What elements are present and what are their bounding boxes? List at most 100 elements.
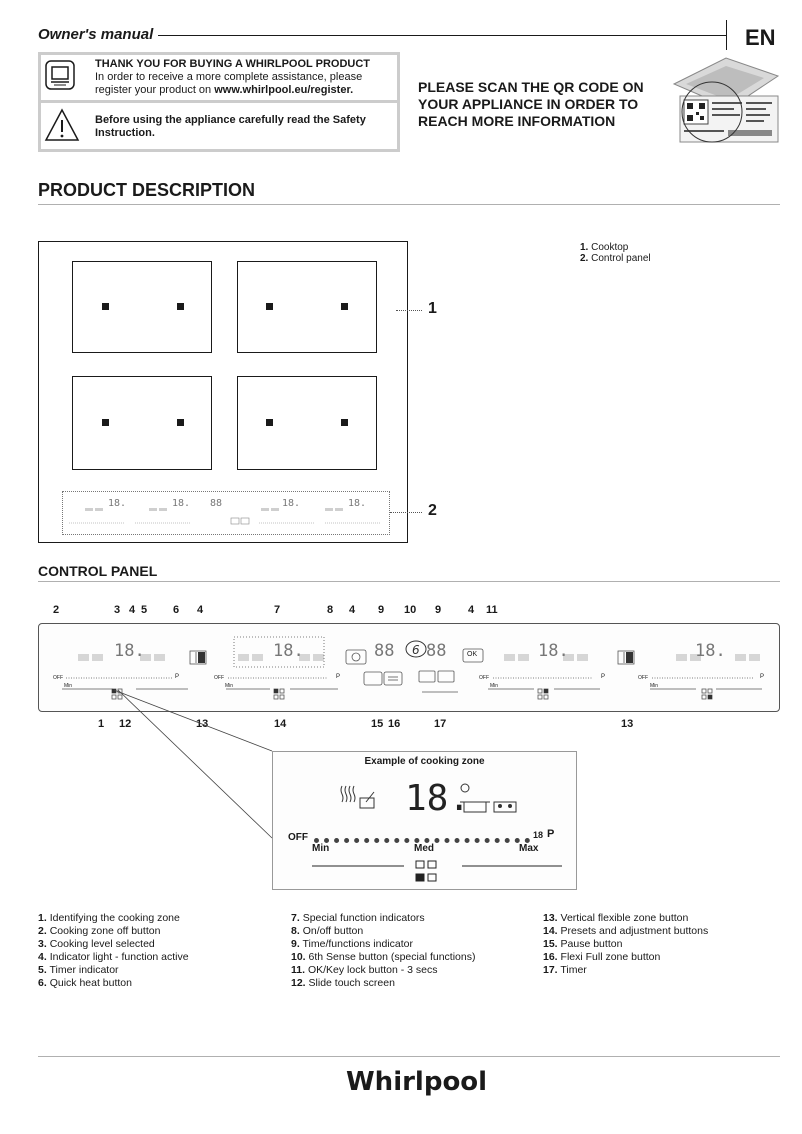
feature-num: 17. bbox=[543, 964, 558, 976]
example-level-max: 18 bbox=[533, 830, 544, 840]
cooking-zone-front-right bbox=[237, 261, 377, 353]
feature-num: 13. bbox=[543, 912, 558, 924]
panel-callout: 10 bbox=[404, 604, 417, 616]
language-code: EN bbox=[745, 25, 776, 50]
panel-callout: 11 bbox=[486, 604, 498, 616]
example-title: Example of cooking zone bbox=[364, 756, 485, 767]
feature-label: Identifying the cooking zone bbox=[49, 912, 180, 924]
feature-label: Flexi Full zone button bbox=[560, 951, 661, 963]
feature-num: 10. bbox=[291, 951, 306, 963]
cooking-zone-rear-right bbox=[237, 376, 377, 470]
svg-text:6: 6 bbox=[412, 643, 420, 657]
monitor-icon bbox=[45, 60, 75, 90]
footer-rule bbox=[38, 1056, 780, 1057]
header-divider bbox=[726, 20, 727, 50]
zone-level-display: 18. bbox=[538, 641, 569, 661]
feature-label: Cooking level selected bbox=[49, 938, 155, 950]
panel-callout: 16 bbox=[388, 718, 401, 730]
zone-level-display: 18. bbox=[695, 641, 726, 661]
p-label: P bbox=[175, 674, 180, 680]
feature-list-col1: 1. Identifying the cooking zone 2. Cooki… bbox=[38, 912, 278, 990]
mini-zone-display: 18. bbox=[172, 498, 191, 509]
sixth-sense-icon: 6 bbox=[405, 640, 427, 658]
zone-marker bbox=[177, 419, 184, 426]
legend-num: 2. bbox=[580, 253, 589, 264]
panel-callout: 9 bbox=[378, 604, 385, 616]
zone-level-display: 18. bbox=[114, 641, 145, 661]
control-panel-diagram bbox=[38, 623, 780, 712]
cooking-zone-rear-left bbox=[72, 376, 212, 470]
min-label: Min bbox=[64, 683, 73, 689]
mini-timer-display: 88 bbox=[210, 498, 223, 509]
mini-zone-display: 18. bbox=[348, 498, 367, 509]
control-panel-title: CONTROL PANEL bbox=[38, 563, 158, 579]
panel-callout: 4 bbox=[349, 604, 356, 616]
feature-label: 6th Sense button (special functions) bbox=[308, 951, 476, 963]
off-label: OFF bbox=[214, 675, 224, 681]
feature-num: 8. bbox=[291, 925, 300, 937]
feature-num: 15. bbox=[543, 938, 558, 950]
example-p-label: P bbox=[547, 828, 555, 840]
feature-label: Time/functions indicator bbox=[302, 938, 414, 950]
panel-callout: 6 bbox=[173, 604, 180, 616]
mini-zone-display: 18. bbox=[108, 498, 127, 509]
mini-control-panel bbox=[62, 491, 390, 535]
example-med-label: Med bbox=[414, 843, 434, 854]
panel-callout: 12 bbox=[119, 718, 132, 730]
feature-label: OK/Key lock button - 3 secs bbox=[307, 964, 438, 976]
qr-line3: REACH MORE INFORMATION bbox=[418, 113, 616, 129]
qr-instruction: PLEASE SCAN THE QR CODE ON YOUR APPLIANC… bbox=[418, 79, 668, 130]
p-label: P bbox=[760, 674, 765, 680]
section-rule bbox=[38, 581, 780, 582]
example-min-label: Min bbox=[312, 843, 330, 854]
safety-line2: Instruction. bbox=[95, 127, 155, 139]
registration-line2: register your product on bbox=[95, 84, 215, 96]
off-label: OFF bbox=[638, 675, 648, 681]
cooking-zone-front-left bbox=[72, 261, 212, 353]
panel-callout: 4 bbox=[468, 604, 475, 616]
feature-num: 4. bbox=[38, 951, 47, 963]
example-slider[interactable] bbox=[314, 838, 530, 843]
registration-url[interactable]: www.whirlpool.eu/register. bbox=[214, 84, 354, 96]
zone-marker bbox=[341, 303, 348, 310]
zone-marker bbox=[102, 419, 109, 426]
legend-label: Control panel bbox=[591, 253, 651, 264]
panel-callout: 17 bbox=[434, 718, 447, 730]
feature-num: 7. bbox=[291, 912, 300, 924]
feature-label: Quick heat button bbox=[49, 977, 132, 989]
min-label: Min bbox=[490, 683, 499, 689]
cooktop-diagram bbox=[38, 241, 408, 543]
callout-2: 2 bbox=[428, 502, 437, 519]
zone-level-display: 18. bbox=[273, 641, 304, 661]
registration-line1: In order to receive a more complete assi… bbox=[95, 71, 363, 83]
panel-callout: 8 bbox=[327, 604, 334, 616]
panel-callout: 1 bbox=[98, 718, 105, 730]
feature-label: Special function indicators bbox=[302, 912, 425, 924]
zone-marker bbox=[341, 419, 348, 426]
min-label: Min bbox=[225, 683, 234, 689]
mini-zone-display: 18. bbox=[282, 498, 301, 509]
min-label: Min bbox=[650, 683, 659, 689]
zone-marker bbox=[266, 419, 273, 426]
safety-box bbox=[38, 100, 400, 152]
panel-callout: 3 bbox=[114, 604, 121, 616]
callout-1: 1 bbox=[428, 300, 437, 317]
off-label: OFF bbox=[479, 675, 489, 681]
ok-button-label: OK bbox=[467, 651, 478, 658]
registration-text: THANK YOU FOR BUYING A WHIRLPOOL PRODUCT… bbox=[95, 58, 395, 97]
panel-callout: 2 bbox=[53, 604, 60, 616]
zone-marker bbox=[102, 303, 109, 310]
example-icons bbox=[340, 780, 530, 820]
control-panel-lines bbox=[38, 623, 780, 712]
feature-num: 14. bbox=[543, 925, 558, 937]
panel-callout: 14 bbox=[274, 718, 287, 730]
feature-num: 12. bbox=[291, 977, 306, 989]
feature-num: 9. bbox=[291, 938, 300, 950]
off-label: OFF bbox=[53, 675, 63, 681]
qr-line1: PLEASE SCAN THE QR CODE ON bbox=[418, 79, 644, 95]
safety-line1: Before using the appliance carefully rea… bbox=[95, 114, 366, 126]
feature-num: 1. bbox=[38, 912, 47, 924]
header-rule bbox=[158, 35, 726, 36]
feature-label: Vertical flexible zone button bbox=[560, 912, 689, 924]
feature-list-col3: 13. Vertical flexible zone button 14. Pr… bbox=[543, 912, 783, 977]
